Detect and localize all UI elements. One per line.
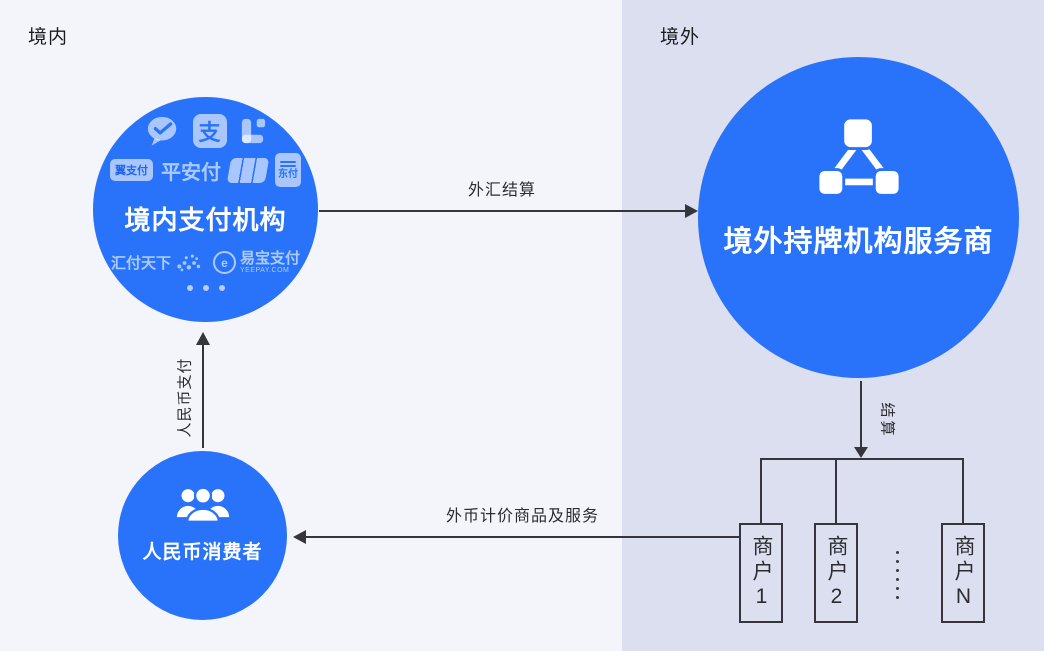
lakala-icon (241, 118, 265, 144)
alipay-icon: 支 (192, 114, 227, 148)
settlement-label: 结算 (878, 402, 896, 439)
pinganfu-logo: 平安付 (161, 161, 221, 184)
overseas-provider-title: 境外持牌机构服务商 (723, 226, 994, 258)
yeepay-logo-text: 易宝支付 (240, 250, 301, 267)
alipay-glyph: 支 (198, 120, 221, 145)
consumer-node: 人民币消费者 (118, 451, 287, 620)
goods-services-label: 外币计价商品及服务 (445, 508, 599, 525)
payment-institution-title: 境内支付机构 (124, 205, 287, 235)
more-logos-ellipsis (186, 285, 225, 291)
merchant-connector-horizontal (760, 458, 964, 460)
rmb-payment-label: 人民币支付 (176, 357, 194, 438)
consumer-title: 人民币消费者 (142, 542, 263, 563)
merchant-connector-drop-2 (835, 458, 837, 523)
rmb-payment-arrowhead-icon (196, 332, 210, 345)
payment-logos-row2: 翼支付 平安付 东付 (110, 153, 301, 187)
payment-logos-row1: 支 (146, 114, 266, 148)
fx-settlement-label: 外汇结算 (467, 182, 536, 199)
huifu-dots-icon (177, 254, 201, 271)
payment-logos-row3: 汇付天下 e 易宝支付 YEEPAY.COM (111, 251, 300, 274)
domestic-region-label: 境内 (28, 27, 69, 48)
dongfu-logo: 东付 (275, 153, 301, 187)
unionpay-card-logo (226, 157, 270, 183)
huifu-logo-text: 汇付天下 (110, 255, 171, 272)
overseas-provider-node: 境外持牌机构服务商 (698, 57, 1019, 378)
fx-settlement-arrowhead-icon (685, 204, 698, 218)
merchant-connector-drop-n (962, 458, 964, 523)
huifu-logo: 汇付天下 (111, 252, 201, 274)
payment-institution-node: 支 翼支付 平安付 东付 境内支付机构 汇付天下 (93, 97, 318, 322)
fx-settlement-line (319, 210, 685, 212)
merchant-connector-drop-1 (760, 458, 762, 523)
merchant-box-n: 商户N (941, 523, 985, 623)
rmb-payment-line (202, 344, 204, 448)
merchant-box-2: 商户2 (814, 523, 858, 623)
merchants-ellipsis (896, 551, 899, 599)
network-icon (816, 118, 901, 197)
yizhifu-logo: 翼支付 (110, 159, 153, 181)
yeepay-logo: e 易宝支付 YEEPAY.COM (213, 251, 300, 274)
dongfu-logo-text: 东付 (278, 168, 298, 180)
yeepay-domain-text: YEEPAY.COM (240, 267, 290, 274)
consumers-icon (176, 486, 229, 523)
goods-services-line (306, 536, 739, 538)
overseas-region-label: 境外 (660, 27, 701, 48)
yeepay-e-icon: e (213, 251, 236, 274)
goods-services-arrowhead-icon (293, 530, 306, 544)
settlement-line (860, 381, 862, 448)
settlement-arrowhead-icon (854, 447, 868, 458)
merchant-box-1: 商户1 (739, 523, 783, 623)
wechat-pay-icon (147, 116, 176, 146)
